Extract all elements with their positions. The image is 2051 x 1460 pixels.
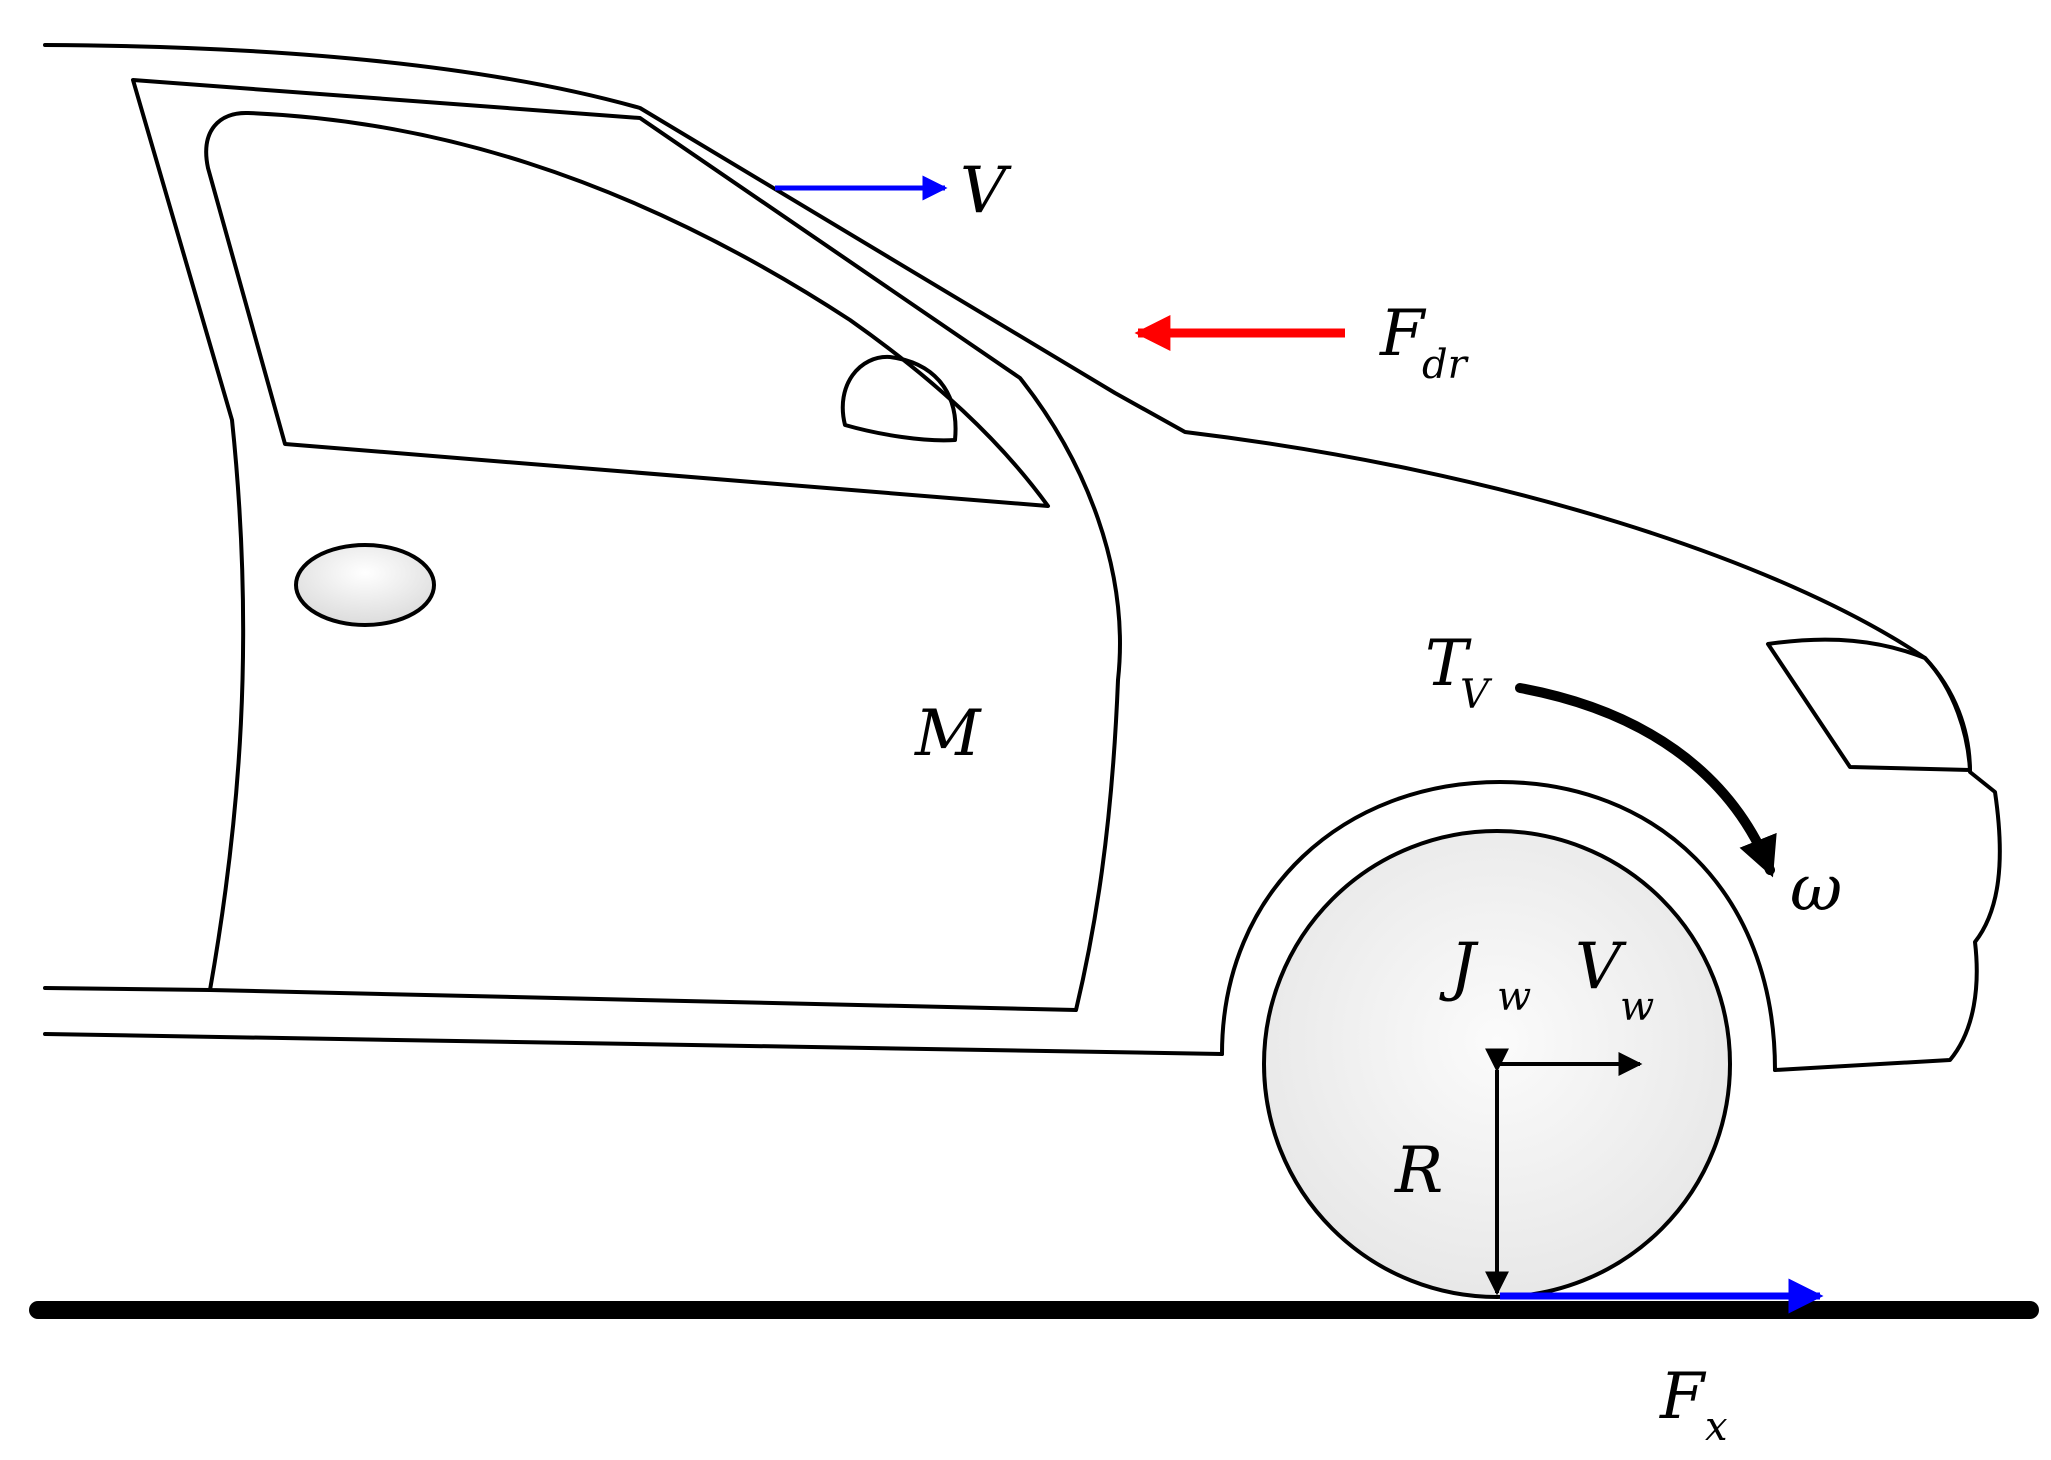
rocker-line-lower	[43, 1032, 1224, 1056]
traction-force-label: F	[1659, 1360, 1707, 1434]
side-mirror	[840, 354, 958, 443]
traction-force-subscript: x	[1705, 1404, 1728, 1450]
torque-label: T	[1425, 627, 1472, 701]
rocker-line-upper	[43, 986, 212, 992]
torque-subscript: V	[1460, 672, 1493, 718]
door-window-frame	[204, 110, 1050, 508]
door-outline	[131, 78, 1122, 1012]
wheel-velocity-subscript: w	[1620, 984, 1654, 1030]
radius-label: R	[1394, 1134, 1443, 1208]
velocity-label: V	[960, 154, 1012, 228]
drag-force-subscript: dr	[1422, 342, 1470, 388]
wheel-inertia-subscript: w	[1497, 974, 1531, 1020]
roof-line	[43, 43, 1927, 660]
drag-force-label: F	[1379, 297, 1427, 371]
wheel-arch	[1220, 780, 1777, 1072]
wheel-velocity-label: V	[1575, 930, 1627, 1004]
headlight	[1766, 637, 1972, 772]
mass-label: M	[914, 697, 982, 771]
angular-velocity-label: ω	[1790, 852, 1842, 926]
torque-arrow	[1515, 683, 1777, 878]
door-handle	[294, 543, 436, 627]
